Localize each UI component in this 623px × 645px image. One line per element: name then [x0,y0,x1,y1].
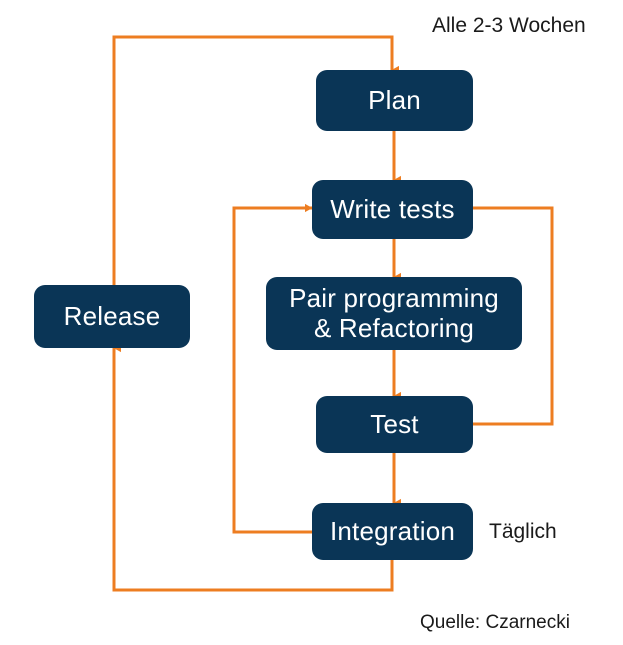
connector-integration-back-to-write-tests [232,203,313,534]
node-test[interactable]: Test [316,396,473,453]
caption-release-cadence: Alle 2-3 Wochen [432,14,586,37]
node-write-tests-label: Write tests [330,193,455,224]
node-release-label: Release [63,300,161,331]
caption-integration-cadence: Täglich [489,520,557,543]
node-integration-label: Integration [329,515,456,546]
node-pair-programming-label: Pair programming & Refactoring [289,283,499,343]
node-write-tests[interactable]: Write tests [312,180,473,239]
node-pair-programming[interactable]: Pair programming & Refactoring [266,277,522,350]
node-test-label: Test [370,408,419,439]
node-plan-label: Plan [368,84,421,115]
node-plan[interactable]: Plan [316,70,473,131]
node-release[interactable]: Release [34,285,190,348]
node-integration[interactable]: Integration [312,503,473,560]
caption-source: Quelle: Czarnecki [420,612,570,633]
